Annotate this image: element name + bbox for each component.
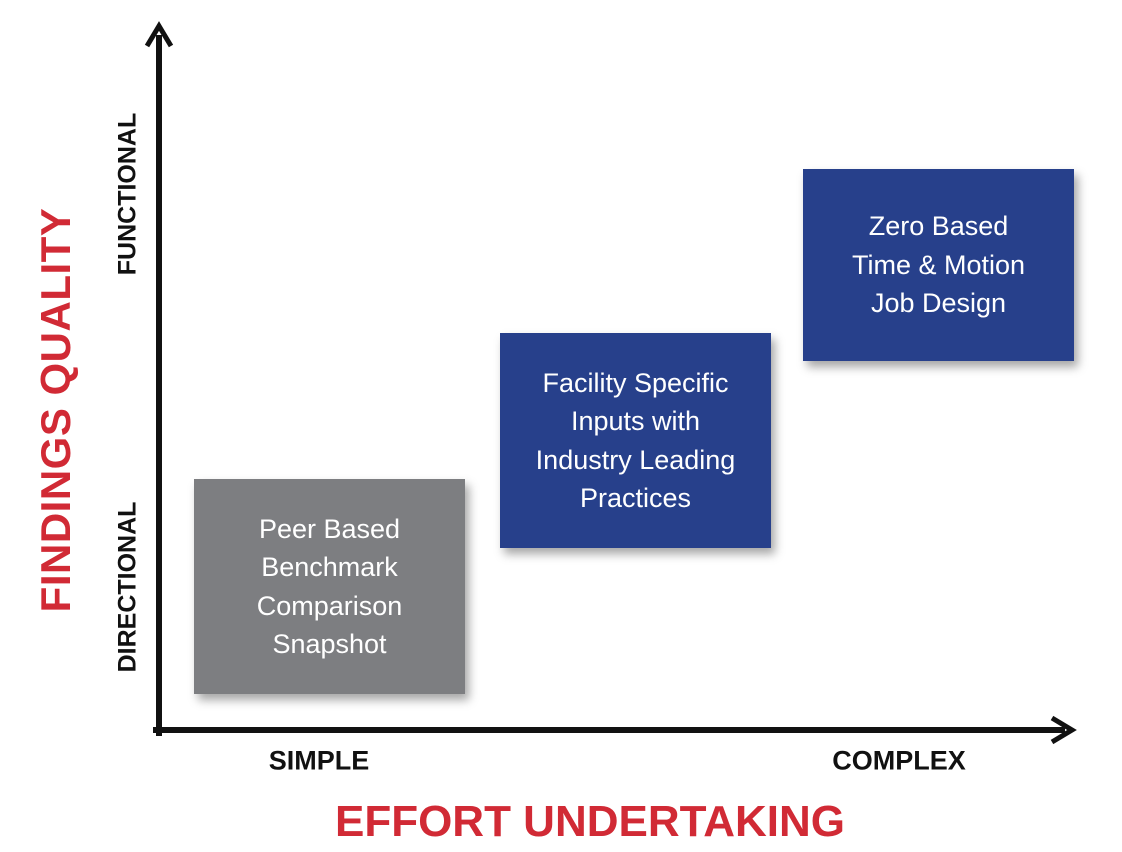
y-tick-functional: FUNCTIONAL [113, 112, 142, 276]
x-axis-arrowhead [1050, 715, 1077, 745]
y-axis-title: FINDINGS QUALITY [32, 207, 79, 613]
box-text: Peer Based Benchmark Comparison Snapshot [257, 510, 403, 664]
box-text: Zero Based Time & Motion Job Design [852, 207, 1025, 323]
box-line: Industry Leading [535, 444, 736, 475]
x-tick-simple: SIMPLE [268, 745, 370, 776]
box-line: Job Design [870, 288, 1007, 319]
x-axis-title: EFFORT UNDERTAKING [334, 797, 846, 846]
box-line: Time & Motion [851, 249, 1026, 280]
box-line: Peer Based [258, 513, 401, 544]
peer-based-benchmark-box: Peer Based Benchmark Comparison Snapshot [194, 479, 465, 694]
box-text: Facility Specific Inputs with Industry L… [536, 364, 736, 518]
y-tick-directional: DIRECTIONAL [113, 501, 142, 673]
y-axis-arrowhead [144, 21, 174, 48]
facility-specific-box: Facility Specific Inputs with Industry L… [500, 333, 771, 548]
zero-based-box: Zero Based Time & Motion Job Design [803, 169, 1074, 361]
box-line: Practices [579, 483, 692, 513]
box-line: Inputs with [570, 406, 701, 436]
box-line: Snapshot [272, 629, 387, 659]
box-line: Facility Specific [542, 367, 729, 398]
box-line: Comparison [256, 590, 403, 621]
box-line: Benchmark [261, 552, 398, 582]
box-line: Zero Based [868, 211, 1009, 242]
x-tick-complex: COMPLEX [832, 745, 966, 776]
